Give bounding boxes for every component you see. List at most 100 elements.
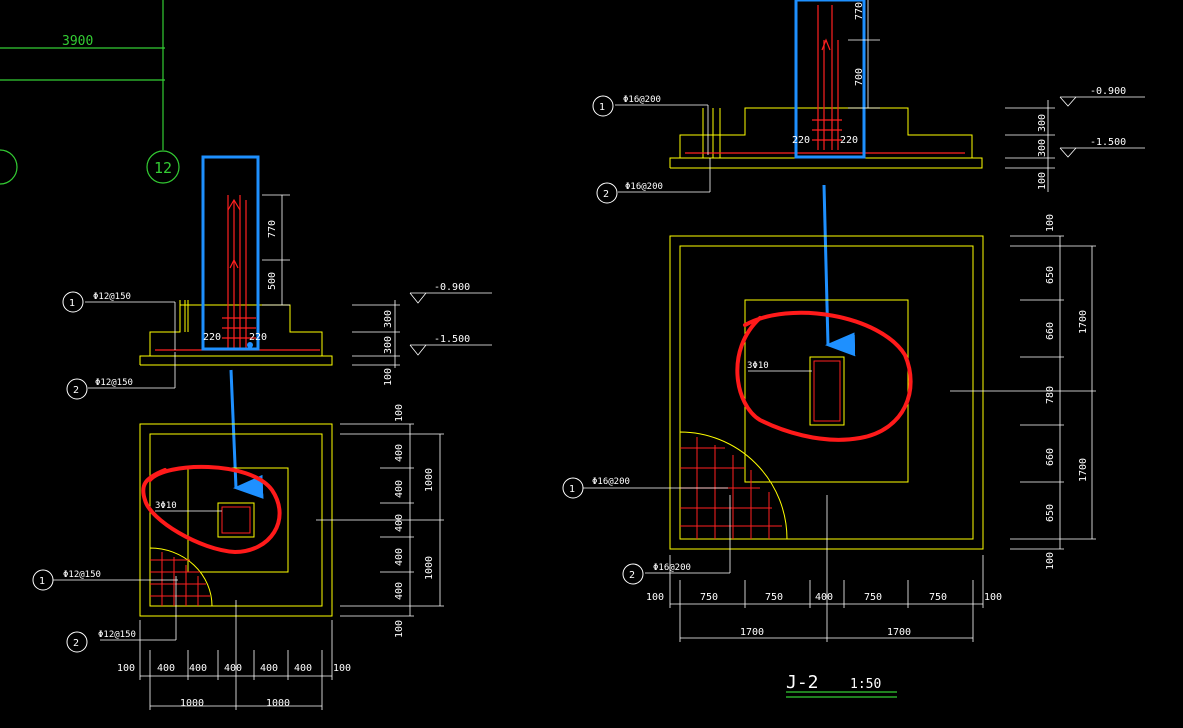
j1-callout-1-label: 1 [69, 298, 75, 309]
j2-dim-r-3: 780 [1045, 386, 1056, 404]
j2-rebar-column: 3Φ10 [747, 361, 769, 371]
j1-rebar-top-1: Φ12@150 [93, 292, 131, 302]
j1-rebar-plan-2: Φ12@150 [98, 630, 136, 640]
j2-elev-bottom: -1.500 [1090, 137, 1126, 148]
j1-cover-left: 220 [203, 332, 221, 343]
j1-callout-1 [62, 291, 84, 313]
grid-axis-bubble [146, 150, 180, 184]
j1-rebar-mesh [150, 552, 210, 606]
j1-dim-r-5: 400 [394, 582, 405, 600]
j2-column-highlight [794, 0, 866, 159]
j2-plan: 3Φ10 1 Φ16@200 2 Φ16@200 100 750 750 400… [562, 214, 1096, 698]
j1-elevation-marks [352, 292, 492, 368]
j1-rebar-top-2: Φ12@150 [95, 378, 133, 388]
j2-plan-leaders [583, 370, 812, 574]
grid-lines [0, 0, 180, 185]
j1-dim-h3: 100 [383, 368, 394, 386]
j1-cover-right: 220 [249, 332, 267, 343]
j1-dim-col-lower: 500 [267, 272, 278, 290]
grid-span-label: 3900 [62, 34, 93, 49]
j2-column-dims [848, 0, 880, 109]
j1-dim-b-3: 400 [224, 663, 242, 674]
j2-callout-1 [592, 95, 614, 117]
j1-rebar-quarter [149, 547, 213, 607]
j1-dim-h2: 300 [383, 336, 394, 354]
j1-column-marker [247, 342, 253, 348]
j2-callout-2-label: 2 [603, 189, 609, 200]
j2-cover-left: 220 [792, 135, 810, 146]
j1-elev-bottom: -1.500 [434, 334, 470, 345]
j2-dim-b-4: 750 [864, 592, 882, 603]
j1-rebar-plan-1: Φ12@150 [63, 570, 101, 580]
j2-rebar-plan-2: Φ16@200 [653, 563, 691, 573]
j1-dim-b-6: 100 [333, 663, 351, 674]
j2-callout-3-label: 1 [569, 484, 575, 495]
j1-total-b-1: 1000 [266, 698, 290, 709]
j2-red-annotation [735, 310, 913, 442]
j1-section-leaders [85, 301, 176, 389]
j1-plan-dims-right-lines [316, 423, 444, 617]
j2-rebar-top-2: Φ16@200 [625, 182, 663, 192]
j2-callout-4-label: 2 [629, 570, 635, 581]
j1-section-outline [139, 300, 333, 366]
j1-dim-r-3: 400 [394, 514, 405, 532]
j2-dim-r-0: 100 [1045, 214, 1056, 232]
j2-dim-col-upper: 770 [854, 2, 865, 20]
j2-elevation-marks [1005, 96, 1145, 192]
j2-section-leaders [615, 104, 711, 193]
j2-dim-b-5: 750 [929, 592, 947, 603]
j1-column-rebar [221, 506, 251, 534]
j1-section: 770 500 220 220 1 Φ12@150 2 Φ12@150 [62, 155, 492, 400]
j2-dim-h2: 300 [1037, 139, 1048, 157]
j1-plan: 3Φ10 1 Φ12@150 2 Φ12@150 100 400 400 400… [32, 404, 444, 710]
j2-dim-col-lower: 700 [854, 68, 865, 86]
j1-section-rebar [155, 195, 320, 351]
j2-callout-4 [622, 563, 644, 585]
j1-dim-b-5: 400 [294, 663, 312, 674]
j1-dim-r-4: 400 [394, 548, 405, 566]
j1-dim-r-1: 400 [394, 444, 405, 462]
j2-total-b-0: 1700 [740, 627, 764, 638]
j2-section: 770 700 220 220 1 Φ16@200 2 Φ16@200 -0.9… [592, 0, 1145, 204]
grid-axis-label: 12 [154, 159, 172, 177]
j2-dim-b-3: 400 [815, 592, 833, 603]
j1-callout-4-label: 2 [73, 638, 79, 649]
j1-dim-r-0: 100 [394, 404, 405, 422]
j1-dim-b-4: 400 [260, 663, 278, 674]
j2-section-rebar [685, 5, 965, 154]
j2-dim-h1: 300 [1037, 114, 1048, 132]
j1-dim-r-6: 100 [394, 620, 405, 638]
j2-plan-dims-bottom-lines [669, 495, 984, 642]
j2-dim-b-2: 750 [765, 592, 783, 603]
j2-dim-r-4: 660 [1045, 448, 1056, 466]
j2-cover-right: 220 [840, 135, 858, 146]
j2-dim-r-5: 650 [1045, 504, 1056, 522]
j1-rebar-column: 3Φ10 [155, 501, 177, 511]
j2-column-rebar [813, 360, 841, 422]
j1-column-highlight [201, 155, 260, 351]
j2-rebar-plan-1: Φ16@200 [592, 477, 630, 487]
j2-plan-dims-right-lines [950, 235, 1096, 550]
j1-total-b-0: 1000 [180, 698, 204, 709]
j1-callout-2 [66, 378, 88, 400]
j2-dim-r-2: 660 [1045, 322, 1056, 340]
j2-section-outline [669, 107, 983, 169]
j2-dim-r-6: 100 [1045, 552, 1056, 570]
j2-title: J-2 [786, 672, 819, 693]
j1-dim-h1: 300 [383, 310, 394, 328]
j2-dim-b-6: 100 [984, 592, 1002, 603]
j2-elev-top: -0.900 [1090, 86, 1126, 97]
j2-dim-b-0: 100 [646, 592, 664, 603]
j1-plan-dims-bottom-lines [139, 600, 333, 710]
j1-dim-col-upper: 770 [267, 220, 278, 238]
j2-scale: 1:50 [850, 677, 881, 692]
j1-dim-r-2: 400 [394, 480, 405, 498]
j1-dim-b-0: 100 [117, 663, 135, 674]
j1-red-annotation [141, 464, 282, 555]
j2-callout-1-label: 1 [599, 102, 605, 113]
j2-callout-3 [562, 477, 584, 499]
j1-total-r-1: 1000 [424, 556, 435, 580]
j1-dim-b-2: 400 [189, 663, 207, 674]
j2-dim-b-1: 750 [700, 592, 718, 603]
